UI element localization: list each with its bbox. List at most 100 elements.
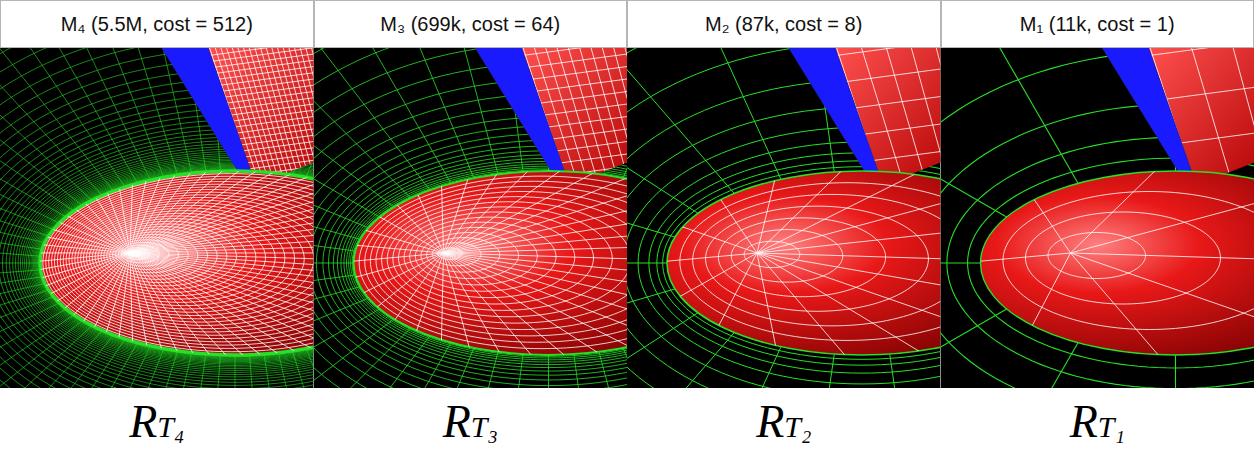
grid-radial [548,355,549,388]
grid-radial [627,141,675,237]
body-radial [130,152,264,253]
grid-radial [0,330,102,388]
volume-grid [0,48,314,388]
grid-radial [278,353,313,388]
surface-line [190,138,314,158]
header-cell: M₁ (11k, cost = 1) [941,0,1254,48]
grid-radial [40,349,164,388]
body-surface [667,171,941,355]
grid-radial [0,48,125,187]
body-radial [757,253,941,306]
grid-radial [314,275,356,319]
body-radial [117,170,130,253]
body-radial [130,164,314,253]
body-grid [334,151,628,375]
grid-ring [314,48,628,388]
grid-ring [329,146,627,380]
body-radial [444,253,628,349]
body-radial [130,182,314,253]
grid-ring [0,48,314,388]
body-radial [41,214,130,253]
grid-ring [627,48,941,388]
body-radial [444,253,475,368]
body-radial [757,160,941,253]
grid-radial [0,339,125,388]
grid-radial [314,309,380,388]
body-surface [354,171,628,355]
grid-radial [314,48,380,217]
body-radial [130,154,187,253]
body-radial [73,253,130,337]
body-radial [444,153,512,253]
grid-ring [20,151,313,374]
body-radial [444,177,628,253]
grid-radial [574,354,618,388]
grid-radial [0,277,42,328]
body-radial [444,253,628,319]
body-grid [961,151,1254,375]
wing-edge [789,48,884,191]
grid-ring [36,167,313,359]
surface-line [1131,130,1254,150]
header-cell: M₂ (87k, cost = 8) [627,0,941,48]
grid-radial [314,263,354,264]
grid-ring [2,133,313,388]
body-radial [1071,184,1254,253]
grid-ring [0,48,314,388]
grid-ring [23,154,314,373]
body-radial [441,253,444,360]
body-grid [20,151,314,375]
header-text: M₃ (699k, cost = 64) [380,13,560,36]
wing-edge [1103,48,1198,191]
body-radial [130,253,187,372]
mesh-label: RT₂ [627,394,941,455]
body-radial [647,253,757,263]
surface-line [612,48,627,193]
grid-radial [314,319,394,388]
grid-radial [627,289,675,385]
grid-ring [352,170,627,357]
grid-radial [0,48,66,217]
mesh-panel [941,48,1254,388]
body-radial [130,206,314,253]
body-ring [359,176,627,349]
body-radial [757,160,780,253]
surface-line [305,48,314,193]
body-radial [961,253,1071,263]
body-radial [130,253,206,374]
grid-radial [0,76,59,224]
body-radial [130,170,314,253]
grid-radial [0,48,102,196]
grid-radial [344,48,474,178]
grid-ring [0,48,314,388]
grid-ring [941,48,1254,388]
body-radial [444,207,628,253]
header-text: M₂ (87k, cost = 8) [705,13,862,36]
body-radial [130,252,314,253]
grid-radial [292,351,313,388]
surface-line [293,48,313,193]
body-radial [86,182,130,253]
mesh-label: RT₁ [941,394,1254,455]
grid-radial [0,283,45,359]
grid-radial [0,309,66,388]
grid-radial [941,48,1007,217]
body-ring [680,183,941,341]
grid-radial [640,347,781,388]
body-radial [130,253,314,356]
body-ring [60,190,313,332]
body-surface [981,171,1254,355]
volume-grid [627,48,941,388]
grid-ring [0,48,314,388]
grid-ring [341,158,627,367]
body-radial [337,253,444,282]
body-ring [365,181,627,342]
header-cell: M₃ (699k, cost = 64) [314,0,628,48]
header-cell: M₄ (5.5M, cost = 512) [0,0,314,48]
body-radial [444,225,628,253]
grid-ring [16,147,314,380]
grid-radial [786,354,834,388]
body-radial [444,253,623,368]
surface-line [601,48,627,193]
grid-radial [314,48,452,183]
